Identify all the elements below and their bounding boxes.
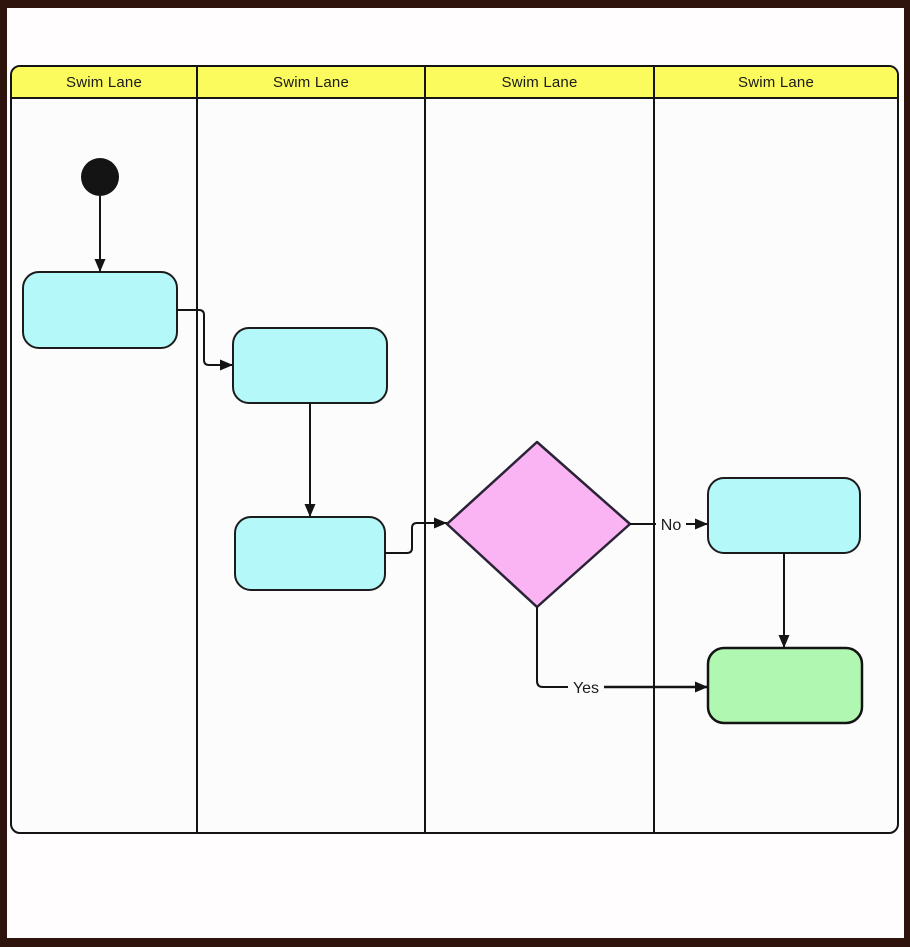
task2-node[interactable] <box>232 327 388 404</box>
lane-body-1 <box>12 99 196 832</box>
lane-body-3 <box>424 99 653 832</box>
task4-node[interactable] <box>707 477 861 554</box>
lane-body-2 <box>196 99 424 832</box>
swimlane-table: Swim Lane Swim Lane Swim Lane Swim Lane <box>10 65 899 834</box>
lane-header-3[interactable]: Swim Lane <box>424 67 653 99</box>
lane-header-4[interactable]: Swim Lane <box>653 67 897 99</box>
start-node[interactable] <box>81 158 119 196</box>
task1-node[interactable] <box>22 271 178 349</box>
lane-body-4 <box>653 99 897 832</box>
lane-header-2[interactable]: Swim Lane <box>196 67 424 99</box>
task3-node[interactable] <box>234 516 386 591</box>
lane-header-1[interactable]: Swim Lane <box>12 67 196 99</box>
final-node[interactable] <box>706 646 864 725</box>
